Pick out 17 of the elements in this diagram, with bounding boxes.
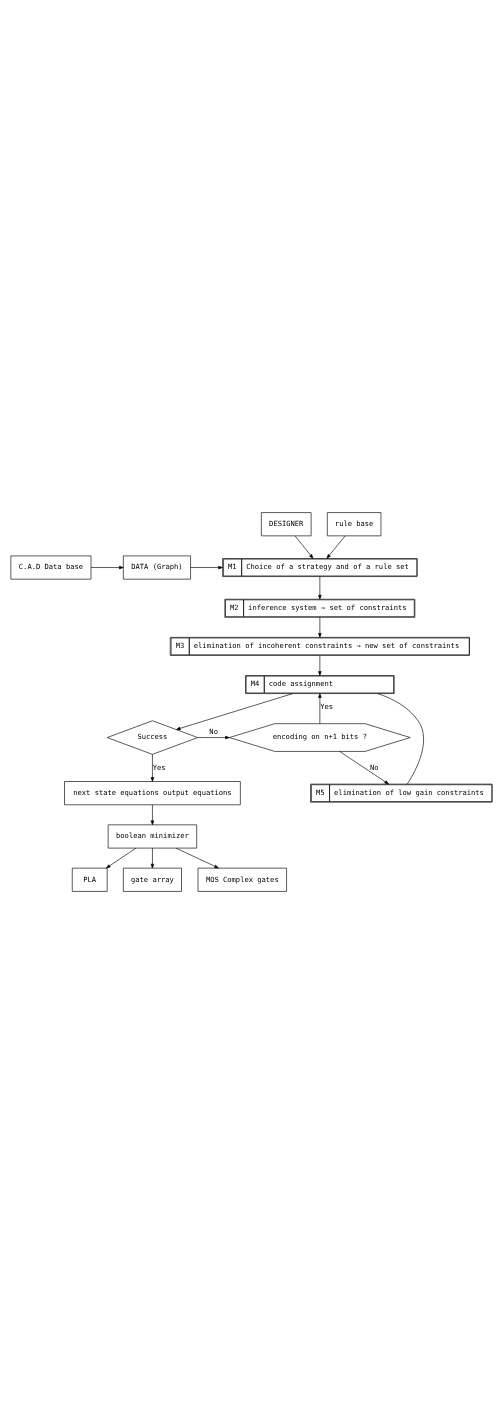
arrow bbox=[150, 753, 155, 782]
arrow bbox=[150, 847, 155, 868]
arrow bbox=[318, 575, 322, 599]
arrow bbox=[339, 750, 389, 784]
arrow bbox=[190, 565, 223, 569]
arrow bbox=[105, 847, 137, 868]
connector bbox=[377, 692, 424, 784]
arrow bbox=[150, 804, 155, 825]
arrow bbox=[318, 654, 322, 676]
arrow bbox=[175, 847, 219, 868]
arrow bbox=[294, 535, 314, 559]
arrow bbox=[90, 565, 124, 569]
arrow bbox=[326, 535, 346, 559]
arrow bbox=[197, 735, 230, 739]
arrow bbox=[176, 692, 293, 730]
arrow bbox=[318, 692, 322, 724]
arrow bbox=[318, 616, 322, 638]
